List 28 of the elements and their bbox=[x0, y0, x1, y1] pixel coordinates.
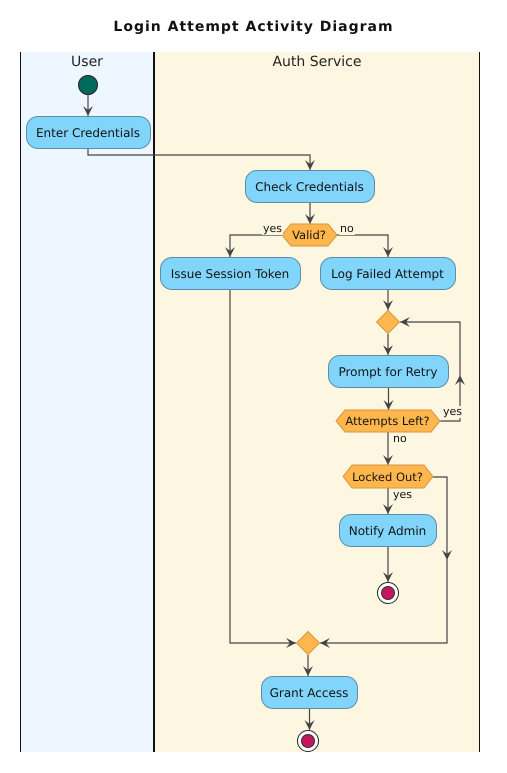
edge-label: no bbox=[339, 223, 355, 235]
edge-label: yes bbox=[392, 489, 414, 501]
decision-label: Valid? bbox=[292, 228, 326, 242]
merge-diamond bbox=[296, 631, 320, 655]
action-box: Prompt for Retry bbox=[328, 355, 448, 388]
decision-hexagon bbox=[336, 410, 440, 432]
diagram-title: Login Attempt Activity Diagram bbox=[112, 19, 395, 35]
action-box: Issue Session Token bbox=[160, 257, 300, 290]
lane-heading: Auth Service bbox=[272, 54, 362, 70]
swimlane bbox=[154, 52, 480, 752]
start-node bbox=[78, 75, 98, 95]
decision-hexagon bbox=[282, 224, 336, 246]
end-node bbox=[376, 582, 398, 604]
lane-heading: User bbox=[71, 54, 103, 70]
end-node bbox=[296, 730, 318, 752]
edge-label: no bbox=[392, 433, 408, 445]
action-box: Notify Admin bbox=[338, 514, 436, 547]
action-box: Grant Access bbox=[260, 676, 358, 709]
action-box: Log Failed Attempt bbox=[320, 257, 456, 290]
decision-hexagon bbox=[342, 465, 432, 488]
edge-label: yes bbox=[442, 406, 464, 418]
decision-label: Locked Out? bbox=[352, 470, 423, 484]
merge-diamond bbox=[376, 310, 400, 334]
decision-label: Attempts Left? bbox=[345, 414, 430, 428]
action-box: Enter Credentials bbox=[26, 116, 150, 149]
edge-label: yes bbox=[262, 223, 284, 235]
swimlane bbox=[20, 52, 154, 752]
action-box: Check Credentials bbox=[244, 170, 374, 203]
